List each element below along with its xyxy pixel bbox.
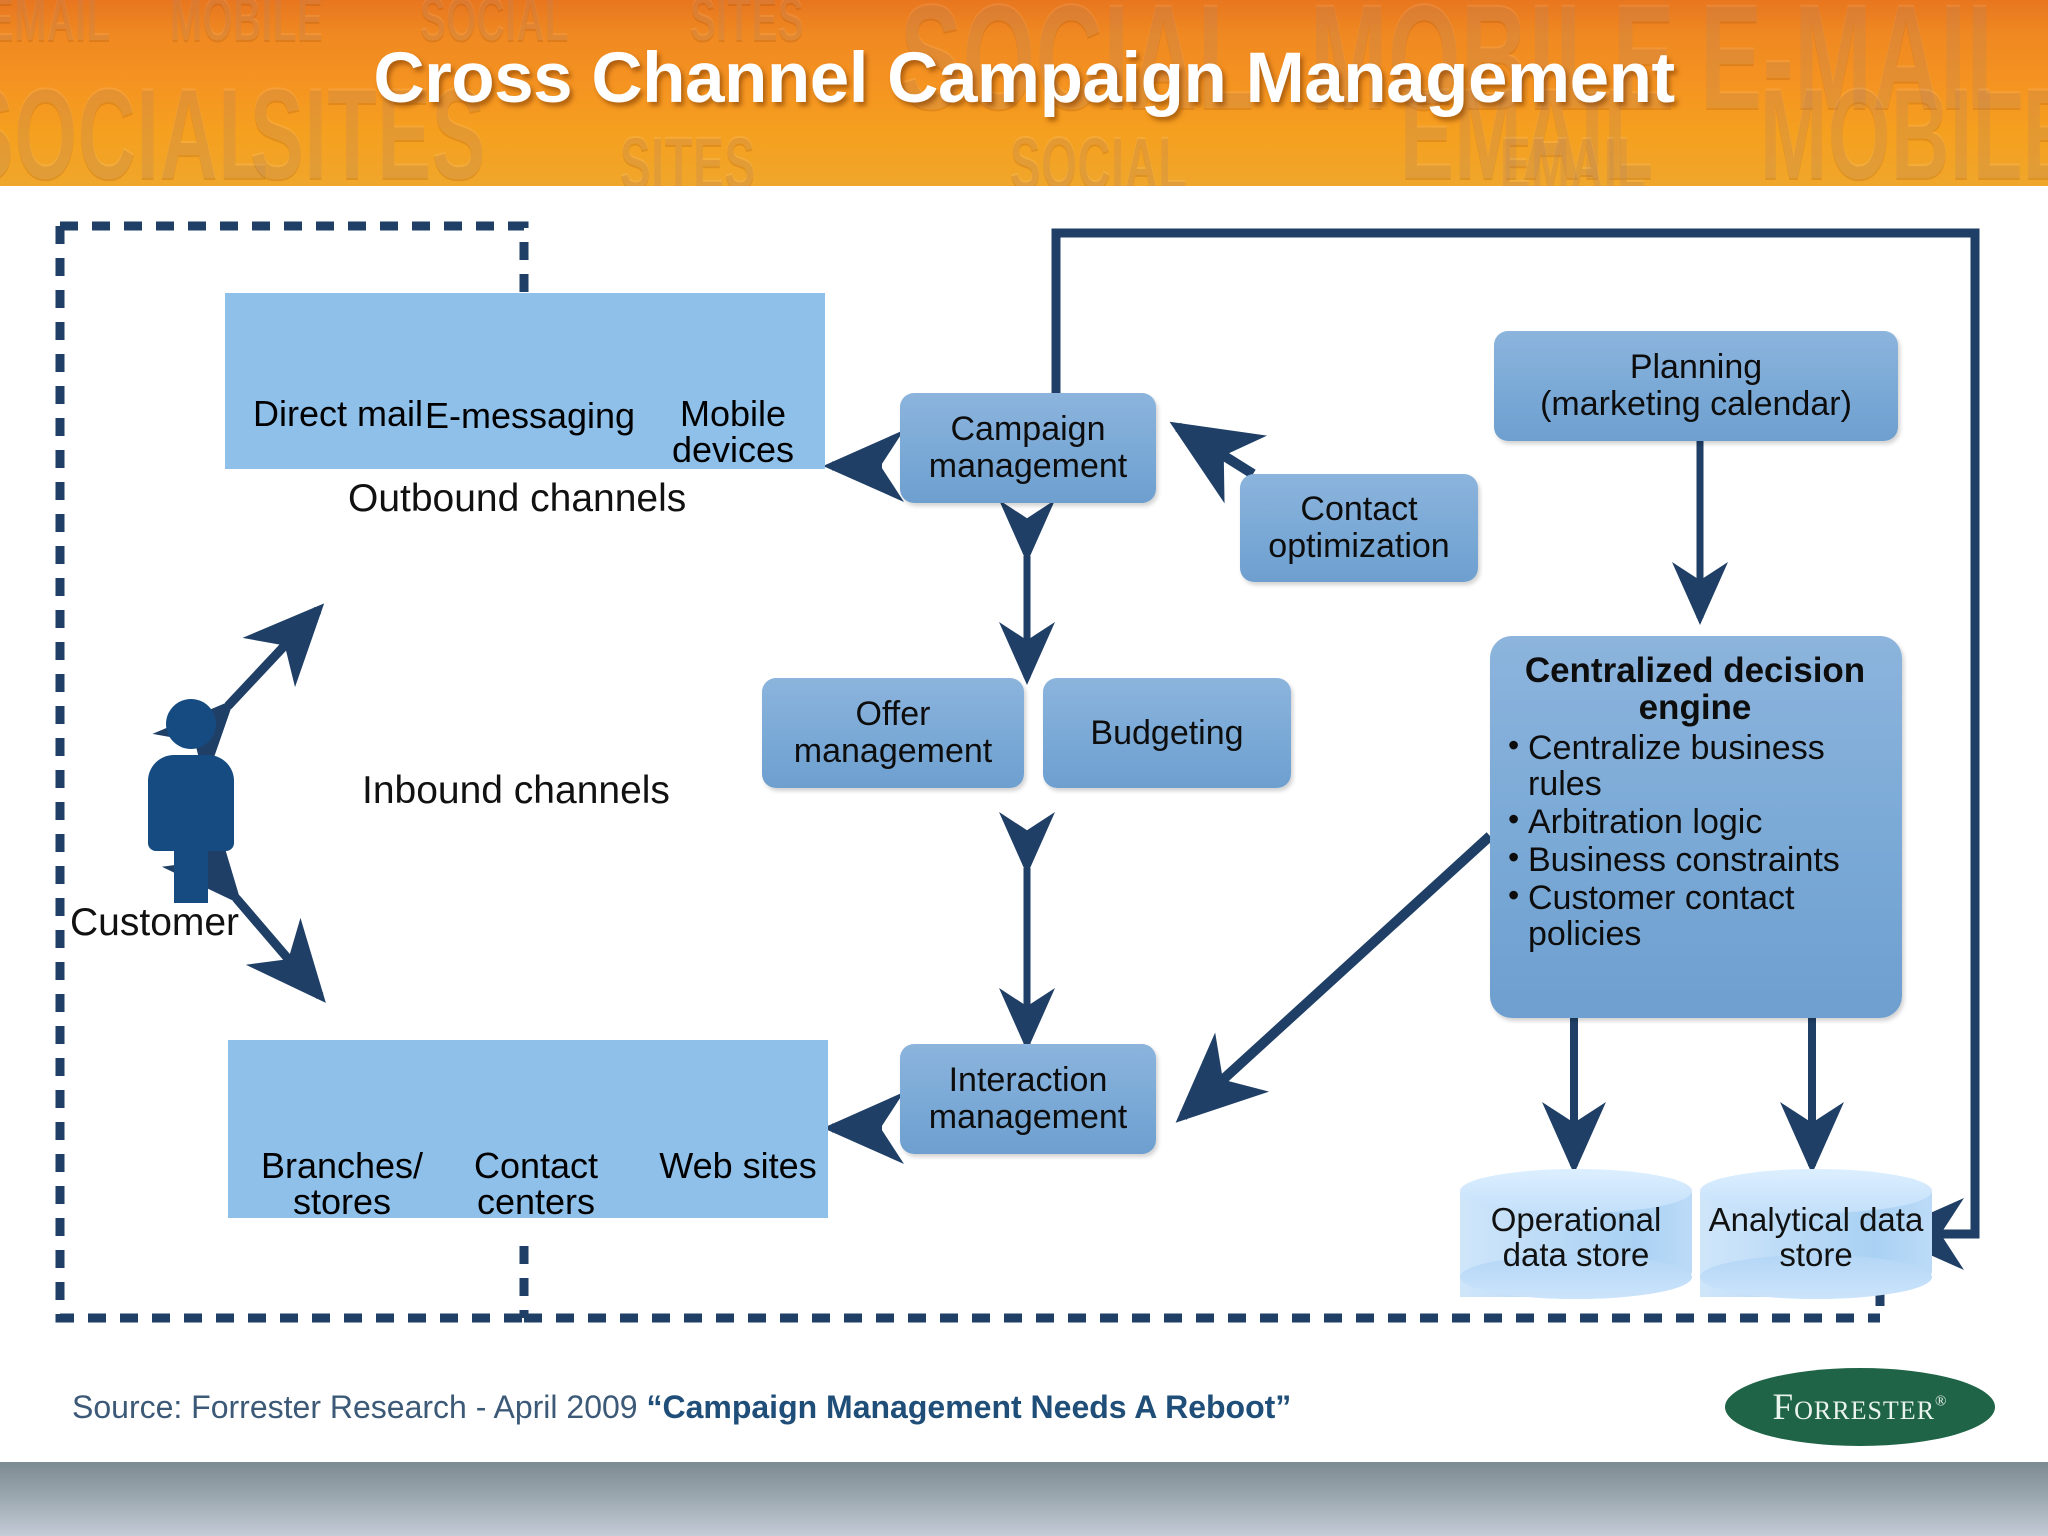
arrow-contactopt-to-campaign (1169, 421, 1268, 504)
outbound-label-2: E-messaging (400, 398, 660, 434)
engine-bullet: Arbitration logic (1502, 803, 1888, 840)
contact-optimization-line1: Contact (1300, 490, 1418, 529)
interaction-management-line1: Interaction (948, 1061, 1108, 1100)
outbound-label-3: Mobile devices (638, 396, 828, 468)
watermark-word: EMAIL (1500, 121, 1646, 186)
arrow-customer-inbound (161, 819, 326, 1003)
engine-bullet-list: Centralize business rules Arbitration lo… (1502, 729, 1888, 952)
cylinder-top (1460, 1169, 1692, 1213)
box-centralized-decision-engine[interactable]: Centralized decision engine Centralize b… (1490, 636, 1902, 1018)
source-quote: “Campaign Management Needs A Reboot” (646, 1389, 1292, 1425)
box-offer-management[interactable]: Offer management (762, 678, 1024, 788)
arrow-feedback-loop (1051, 228, 1980, 1270)
outbound-label-3-line1: Mobile (679, 393, 787, 434)
engine-title-line2: engine (1638, 688, 1752, 728)
boundary-dashed-top (60, 221, 529, 293)
arrow-customer-outbound (152, 603, 325, 784)
planning-line2: (marketing calendar) (1540, 385, 1852, 423)
logo-text: Forrester (1772, 1386, 1936, 1428)
contact-optimization-line2: optimization (1268, 527, 1450, 565)
analytical-data-store-label: Analytical data store (1700, 1201, 1932, 1272)
boundary-dashed-left (55, 226, 524, 1323)
analytical-line1: Analytical (1708, 1201, 1850, 1238)
offer-management-line1: Offer (855, 695, 931, 734)
box-interaction-management[interactable]: Interaction management (900, 1044, 1156, 1154)
watermark-word: SITES (690, 0, 805, 54)
watermark-word: MOBILE (1310, 0, 1676, 140)
forrester-logo: Forrester® (1725, 1368, 1995, 1446)
arrow-engine-to-interaction (1175, 832, 1494, 1123)
outbound-label-2-line1: E-messaging (424, 395, 636, 436)
inbound-label-3-line1: Web sites (659, 1145, 817, 1186)
cylinder-analytical-data-store[interactable]: Analytical data store (1700, 1169, 1932, 1299)
watermark-word: SITES (250, 60, 487, 186)
inbound-channels-panel (228, 1040, 828, 1218)
page-title: Cross Channel Campaign Management (373, 39, 1675, 118)
bottom-gradient-bar (0, 1462, 2048, 1536)
engine-bullet: Customer contact policies (1502, 879, 1888, 952)
inbound-label-2-line2: centers (476, 1181, 596, 1222)
campaign-management-line2: management (928, 447, 1128, 485)
planning-line1: Planning (1629, 348, 1763, 387)
inbound-label-1: Branches/ stores (232, 1148, 452, 1220)
inbound-label-3: Web sites (620, 1148, 856, 1184)
watermark-word: EMAIL (1400, 60, 1654, 186)
watermark-word: SOCIAL (420, 0, 569, 54)
watermark-word: SITES (620, 121, 756, 186)
diagram-canvas: Customer Direct mail @ E-messaging (0, 186, 2048, 1445)
engine-bullet: Business constraints (1502, 841, 1888, 878)
operational-line1: Operational (1490, 1201, 1662, 1238)
source-prefix: Source: Forrester Research - April 2009 (72, 1389, 647, 1425)
outbound-channels-panel (225, 293, 825, 469)
campaign-management-line1: Campaign (950, 410, 1106, 449)
operational-data-store-label: Operational data store (1460, 1201, 1692, 1273)
inbound-label-2: Contact centers (436, 1148, 636, 1220)
inbound-label-1-line1: Branches/ (260, 1145, 424, 1186)
watermark-word: EMAIL (0, 0, 111, 54)
outbound-label-1-line1: Direct (252, 393, 347, 434)
interaction-management-line2: management (928, 1098, 1128, 1136)
outbound-label-3-line2: devices (671, 429, 795, 470)
box-planning[interactable]: Planning (marketing calendar) (1494, 331, 1898, 441)
logo-registered-mark: ® (1935, 1393, 1948, 1410)
source-citation: Source: Forrester Research - April 2009 … (72, 1389, 1291, 1426)
inbound-label-2-line1: Contact (473, 1145, 599, 1186)
watermark-word: SOCIAL (900, 0, 1256, 140)
watermark-word: SOCIAL (1010, 121, 1188, 186)
inbound-channels-label: Inbound channels (362, 769, 670, 812)
box-contact-optimization[interactable]: Contact optimization (1240, 474, 1478, 582)
box-campaign-management[interactable]: Campaign management (900, 393, 1156, 503)
customer-icon (130, 699, 250, 903)
box-budgeting[interactable]: Budgeting (1043, 678, 1291, 788)
operational-line2: data store (1502, 1235, 1650, 1273)
watermark-word: MOBILE (1760, 60, 2048, 186)
watermark-word: E-MAIL (1700, 0, 2024, 140)
offer-management-line2: management (793, 732, 993, 770)
cylinder-operational-data-store[interactable]: Operational data store (1460, 1169, 1692, 1299)
budgeting-line1: Budgeting (1090, 713, 1244, 752)
engine-title-line1: Centralized decision (1524, 651, 1866, 690)
cylinder-bottom (1460, 1255, 1692, 1299)
watermark-word: SOCIAL (0, 60, 269, 186)
outbound-channels-label: Outbound channels (348, 477, 687, 520)
customer-label: Customer (70, 901, 240, 944)
watermark-word: MOBILE (170, 0, 324, 54)
inbound-label-1-line2: stores (292, 1181, 392, 1222)
engine-bullet: Centralize business rules (1502, 729, 1888, 802)
